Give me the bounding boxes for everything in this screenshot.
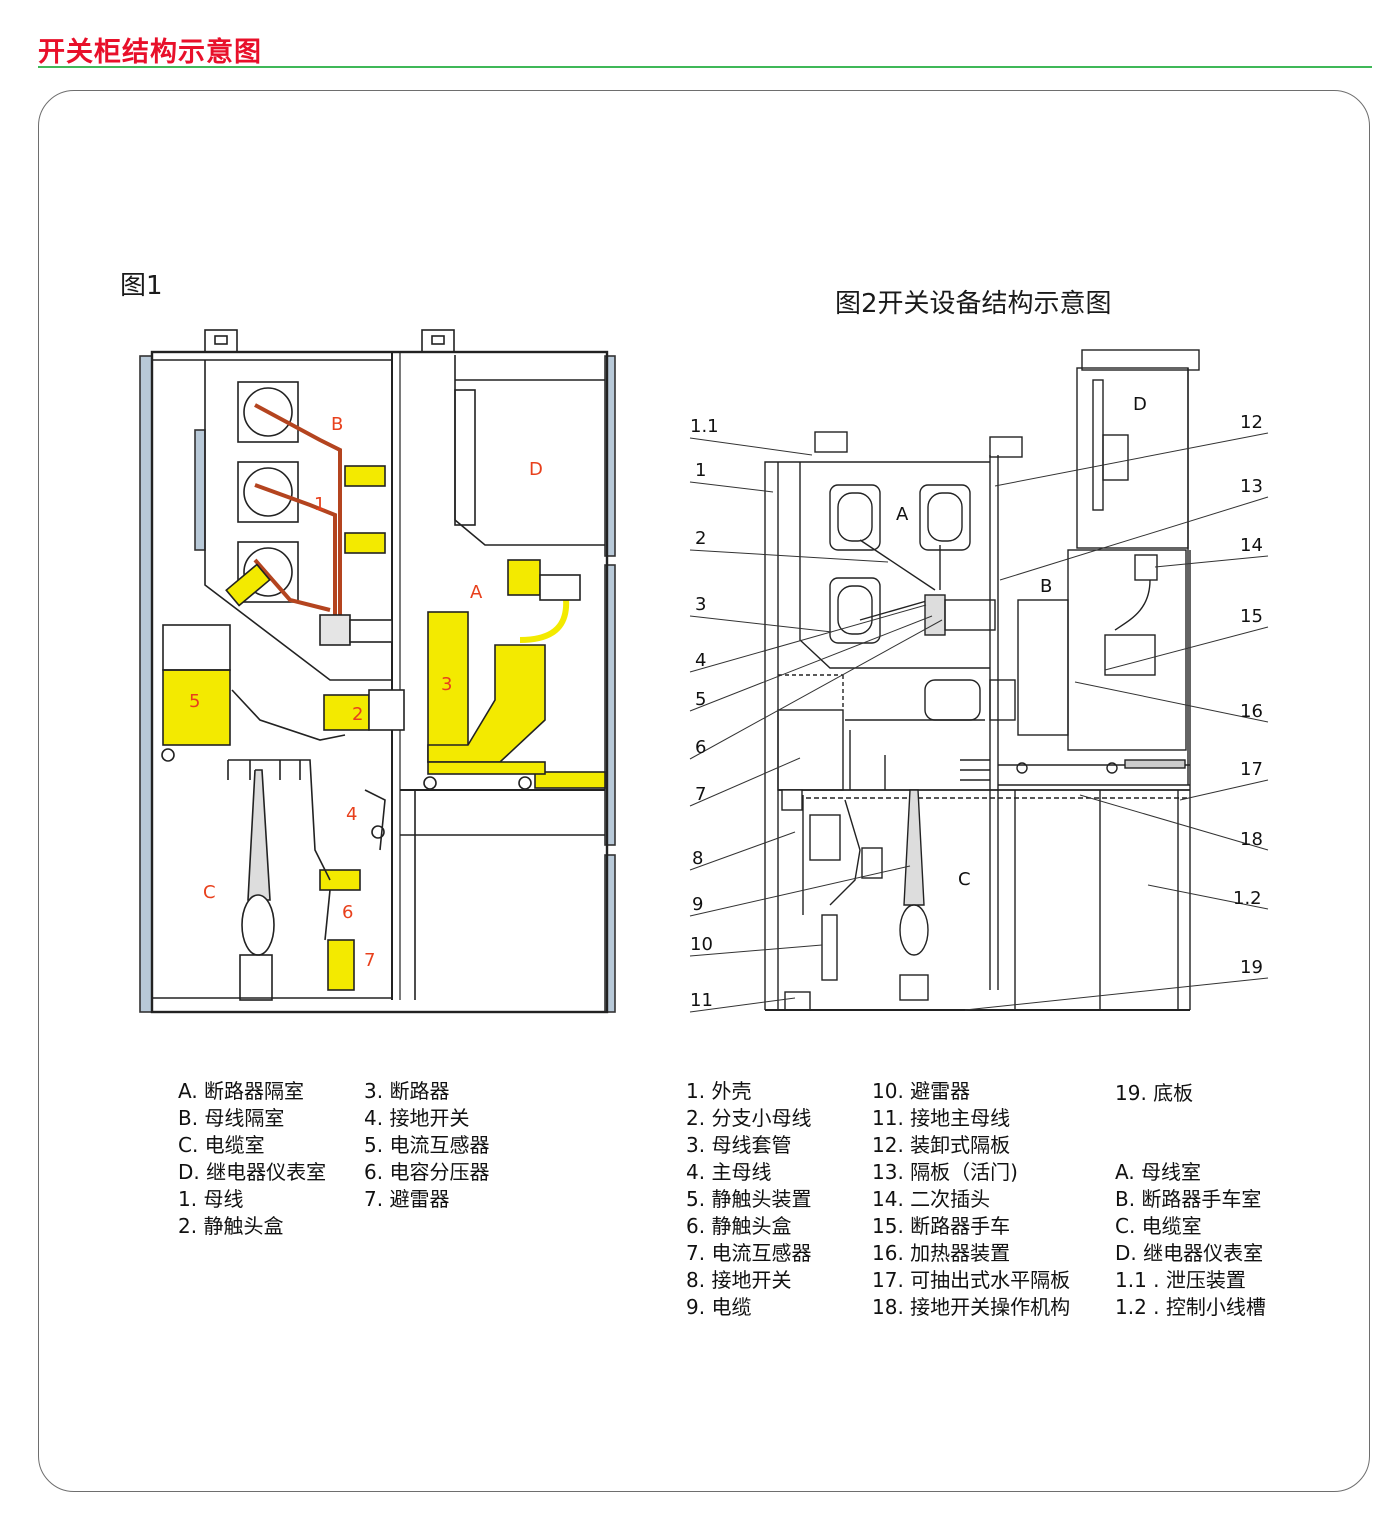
- legend-item: 4. 接地开关: [364, 1106, 470, 1130]
- fig2-callout: 10: [690, 934, 713, 955]
- legend-item: 16. 加热器装置: [872, 1241, 1011, 1265]
- legend-item: 14. 二次插头: [872, 1187, 991, 1211]
- legend-item: 13. 隔板（活门): [872, 1160, 1018, 1184]
- fig2-callout: 3: [695, 594, 706, 615]
- legend-item: 8. 接地开关: [686, 1268, 792, 1292]
- legend-item: 17. 可抽出式水平隔板: [872, 1268, 1071, 1292]
- fig2-marker-A: A: [896, 504, 909, 525]
- fig2-legend-col3-bottom: A. 母线室 B. 断路器手车室 C. 电缆室 D. 继电器仪表室 1.1 . …: [1115, 1159, 1266, 1321]
- legend-item: C. 电缆室: [178, 1133, 265, 1157]
- legend-item: 12. 装卸式隔板: [872, 1133, 1011, 1157]
- fig2-callout: 14: [1240, 535, 1263, 556]
- legend-item: D. 继电器仪表室: [1115, 1241, 1264, 1265]
- legend-item: 1.1 . 泄压装置: [1115, 1268, 1246, 1292]
- legend-item: 1. 母线: [178, 1187, 244, 1211]
- legend-item: 11. 接地主母线: [872, 1106, 1011, 1130]
- legend-item: 5. 静触头装置: [686, 1187, 812, 1211]
- fig1-marker-1: 1: [314, 494, 325, 515]
- fig2-legend-col3-top: 19. 底板: [1115, 1080, 1193, 1107]
- legend-item: C. 电缆室: [1115, 1214, 1202, 1238]
- legend-item: 3. 断路器: [364, 1079, 450, 1103]
- legend-item: 9. 电缆: [686, 1295, 752, 1319]
- fig1-marker-6: 6: [342, 902, 353, 923]
- figure1-label: 图1: [120, 271, 163, 301]
- fig2-callout: 4: [695, 650, 706, 671]
- legend-item: A. 断路器隔室: [178, 1079, 305, 1103]
- legend-item: 18. 接地开关操作机构: [872, 1295, 1071, 1319]
- fig2-callout: 1: [695, 460, 706, 481]
- fig2-callout: 19: [1240, 957, 1263, 978]
- figure2-label: 图2开关设备结构示意图: [835, 289, 1112, 319]
- fig2-callout: 1.2: [1233, 888, 1262, 909]
- legend-item: 1. 外壳: [686, 1079, 752, 1103]
- legend-item: 2. 分支小母线: [686, 1106, 812, 1130]
- legend-item: 7. 避雷器: [364, 1187, 450, 1211]
- fig2-callout: 13: [1240, 476, 1263, 497]
- fig2-callout: 11: [690, 990, 713, 1011]
- legend-item: 1.2 . 控制小线槽: [1115, 1295, 1266, 1319]
- legend-item: 6. 电容分压器: [364, 1160, 490, 1184]
- fig1-marker-5: 5: [189, 691, 200, 712]
- legend-item: 2. 静触头盒: [178, 1214, 284, 1238]
- legend-item: 19. 底板: [1115, 1081, 1194, 1105]
- fig2-callout: 6: [695, 737, 706, 758]
- content-frame: [38, 90, 1370, 1492]
- figure1-diagram: A B C D 1 2 3 4 5 6 7: [139, 329, 616, 1014]
- fig2-callout: 9: [692, 894, 703, 915]
- fig2-callout: 16: [1240, 701, 1263, 722]
- fig2-callout: 5: [695, 689, 706, 710]
- fig2-callout: 15: [1240, 606, 1263, 627]
- fig1-marker-3: 3: [441, 674, 452, 695]
- legend-item: 4. 主母线: [686, 1160, 772, 1184]
- figure2-diagram: A B C D 1.1 1 2 3 4 5 6 7 8 9 10 11 12 1…: [689, 349, 1269, 1013]
- fig1-marker-4: 4: [346, 804, 357, 825]
- fig2-callout: 12: [1240, 412, 1263, 433]
- fig2-callout: 7: [695, 784, 706, 805]
- legend-item: B. 断路器手车室: [1115, 1187, 1262, 1211]
- fig2-legend-col1: 1. 外壳 2. 分支小母线 3. 母线套管 4. 主母线 5. 静触头装置 6…: [686, 1078, 811, 1321]
- fig2-callout: 17: [1240, 759, 1263, 780]
- fig2-legend-col2: 10. 避雷器 11. 接地主母线 12. 装卸式隔板 13. 隔板（活门) 1…: [872, 1078, 1070, 1321]
- title-divider: [38, 66, 1372, 68]
- fig1-legend-col1: A. 断路器隔室 B. 母线隔室 C. 电缆室 D. 继电器仪表室 1. 母线 …: [178, 1078, 326, 1240]
- fig1-marker-B: B: [331, 414, 343, 435]
- fig2-callout: 1.1: [690, 416, 719, 437]
- legend-item: A. 母线室: [1115, 1160, 1202, 1184]
- fig1-marker-2: 2: [352, 704, 363, 725]
- fig2-callout: 2: [695, 528, 706, 549]
- fig2-marker-B: B: [1040, 576, 1052, 597]
- legend-item: 6. 静触头盒: [686, 1214, 792, 1238]
- fig1-marker-7: 7: [364, 950, 375, 971]
- fig1-marker-C: C: [203, 882, 216, 903]
- legend-item: 10. 避雷器: [872, 1079, 971, 1103]
- fig1-marker-A: A: [470, 582, 483, 603]
- fig1-marker-D: D: [529, 459, 543, 480]
- fig1-legend-col2: 3. 断路器 4. 接地开关 5. 电流互感器 6. 电容分压器 7. 避雷器: [364, 1078, 489, 1213]
- fig2-callout: 18: [1240, 829, 1263, 850]
- fig2-marker-C: C: [958, 869, 971, 890]
- fig2-marker-D: D: [1133, 394, 1147, 415]
- legend-item: 5. 电流互感器: [364, 1133, 490, 1157]
- legend-item: 15. 断路器手车: [872, 1214, 1011, 1238]
- page-title: 开关柜结构示意图: [38, 37, 262, 68]
- fig2-callout: 8: [692, 848, 703, 869]
- legend-item: D. 继电器仪表室: [178, 1160, 327, 1184]
- legend-item: 3. 母线套管: [686, 1133, 792, 1157]
- legend-item: 7. 电流互感器: [686, 1241, 812, 1265]
- legend-item: B. 母线隔室: [178, 1106, 285, 1130]
